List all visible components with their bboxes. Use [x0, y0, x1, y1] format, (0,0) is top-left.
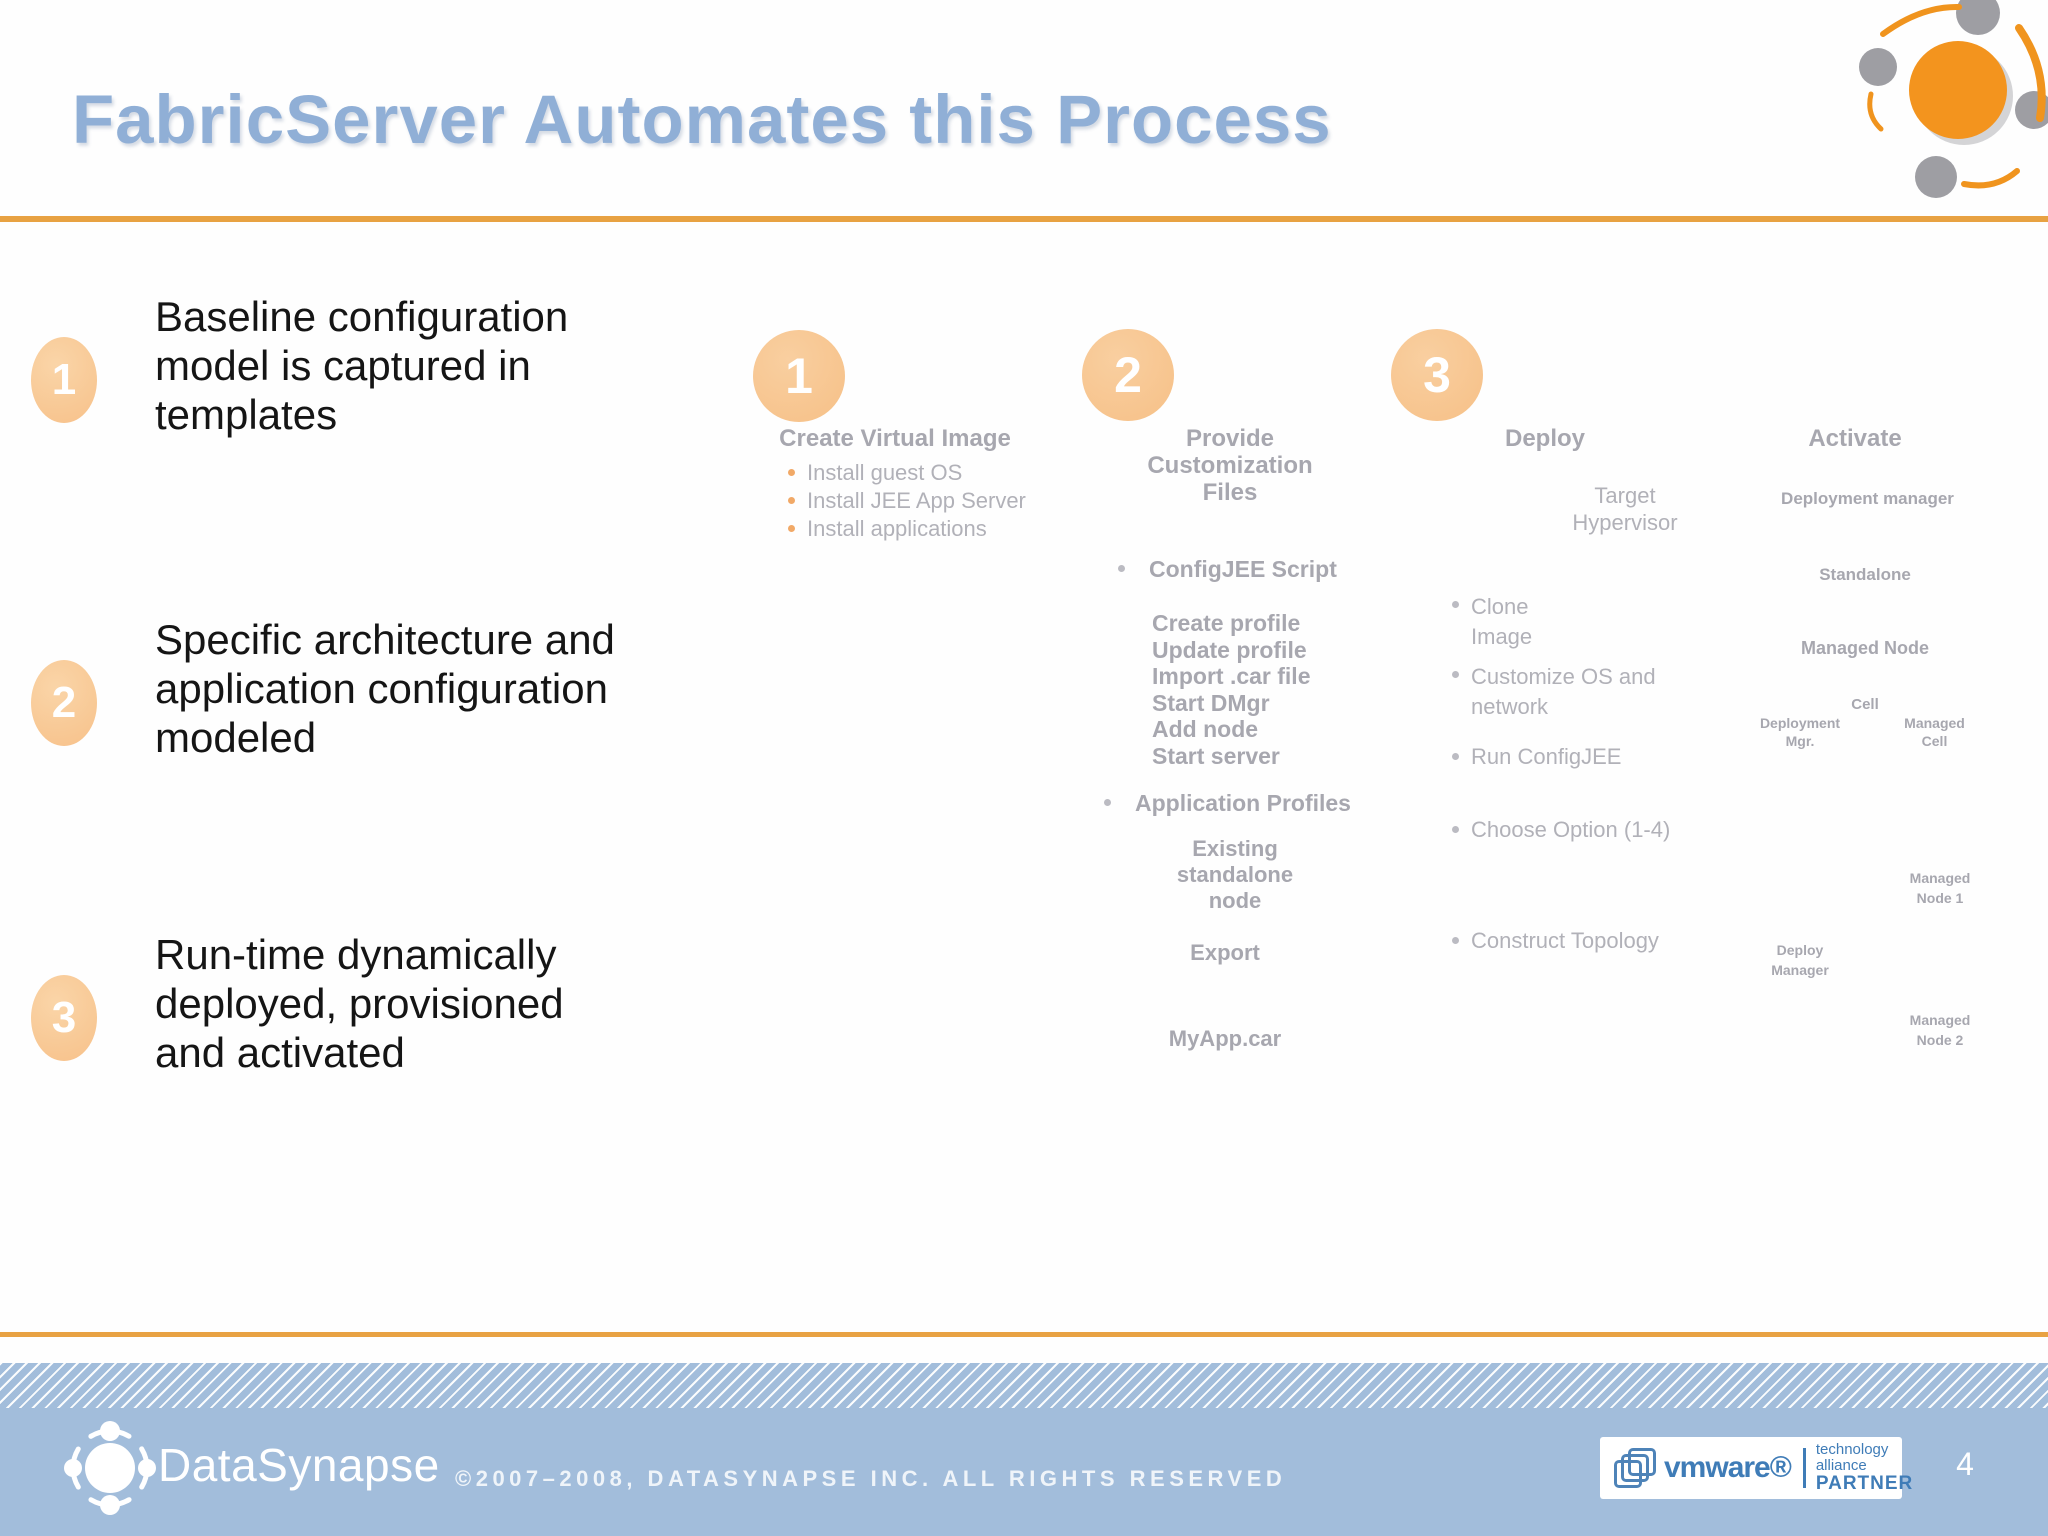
vmware-partner-badge: vmware® technology alliance PARTNER [1600, 1437, 1912, 1499]
bullet-item: Clone Image [1452, 592, 1532, 652]
left-item-text: Run-time dynamically deployed, provision… [155, 931, 564, 1076]
footer-stripe-band [0, 1363, 2048, 1408]
vmware-boxes-icon [1614, 1447, 1658, 1489]
brand-name: DataSynapse [158, 1439, 440, 1491]
bullet-item: Construct Topology [1452, 928, 1659, 954]
bullet-dot [788, 469, 795, 476]
bullet-dot [1452, 826, 1459, 833]
activate-label: Deployment manager [1781, 489, 1954, 508]
badge-line2: PARTNER [1815, 1472, 1914, 1494]
bullet-dot [1452, 671, 1459, 678]
step3-heading: Deploy [1504, 425, 1585, 452]
step2-heading: Provide Customization Files [1147, 425, 1313, 506]
bullet-item: Install JEE App Server [788, 488, 1026, 514]
bullet-item: ConfigJEE Script [1118, 556, 1337, 583]
footer-divider [0, 1332, 2048, 1337]
standalone-node-label: Existing standalone node [1176, 836, 1294, 913]
export-label: Export [1190, 940, 1260, 965]
left-item-number: 1 [31, 337, 97, 423]
activate-label: Managed Node 1 [1909, 870, 1971, 906]
vmware-logo-text: vmware® [1664, 1451, 1792, 1484]
bullet-item: Application Profiles [1104, 790, 1351, 817]
step1-heading: Create Virtual Image [779, 425, 1011, 452]
step-circle: 3 [1391, 329, 1483, 421]
bullet-item: Customize OS and network [1452, 662, 1656, 722]
left-item-number: 2 [31, 660, 97, 746]
page-number: 4 [1956, 1446, 1974, 1482]
myapp-car-label: MyApp.car [1168, 1026, 1282, 1051]
left-item-text: Specific architecture and application co… [155, 616, 615, 761]
activate-label: Deployment Mgr. [1759, 715, 1841, 749]
badge-line1: technology alliance [1815, 1441, 1889, 1475]
header-divider [0, 216, 2048, 222]
configjee-script-steps: Create profile Update profile Import .ca… [1152, 610, 1311, 769]
left-item-number: 3 [31, 975, 97, 1061]
bullet-dot [1452, 753, 1459, 760]
activate-label: Standalone [1819, 565, 1911, 584]
bullet-item: Install guest OS [788, 460, 962, 486]
bullet-dot [788, 525, 795, 532]
bullet-dot [788, 497, 795, 504]
target-hypervisor-label: Target Hypervisor [1572, 483, 1678, 535]
step-circle: 1 [753, 330, 845, 422]
datasynapse-footer-logo-icon [64, 1421, 156, 1515]
bullet-dot [1104, 799, 1111, 806]
left-item-text: Baseline configuration model is captured… [155, 293, 569, 438]
activate-label: Cell [1851, 696, 1879, 713]
page-title: FabricServer Automates this Process [72, 81, 1332, 158]
bullet-item: Install applications [788, 516, 987, 542]
badge-divider [1802, 1448, 1806, 1488]
datasynapse-logo-icon [1859, 0, 2048, 198]
bullet-dot [1118, 565, 1125, 572]
copyright-text: ©2007–2008, DATASYNAPSE INC. ALL RIGHTS … [455, 1466, 1287, 1491]
step4-heading: Activate [1808, 425, 1902, 452]
bullet-dot [1452, 601, 1459, 608]
activate-label: Deploy Manager [1771, 942, 1829, 978]
step-circle: 2 [1082, 329, 1174, 421]
bullet-dot [1452, 937, 1459, 944]
bullet-item: Run ConfigJEE [1452, 744, 1621, 770]
activate-label: Managed Node [1800, 638, 1929, 658]
bullet-item: Choose Option (1-4) [1452, 817, 1670, 843]
activate-label: Managed Cell [1904, 715, 1965, 749]
activate-label: Managed Node 2 [1909, 1012, 1971, 1048]
